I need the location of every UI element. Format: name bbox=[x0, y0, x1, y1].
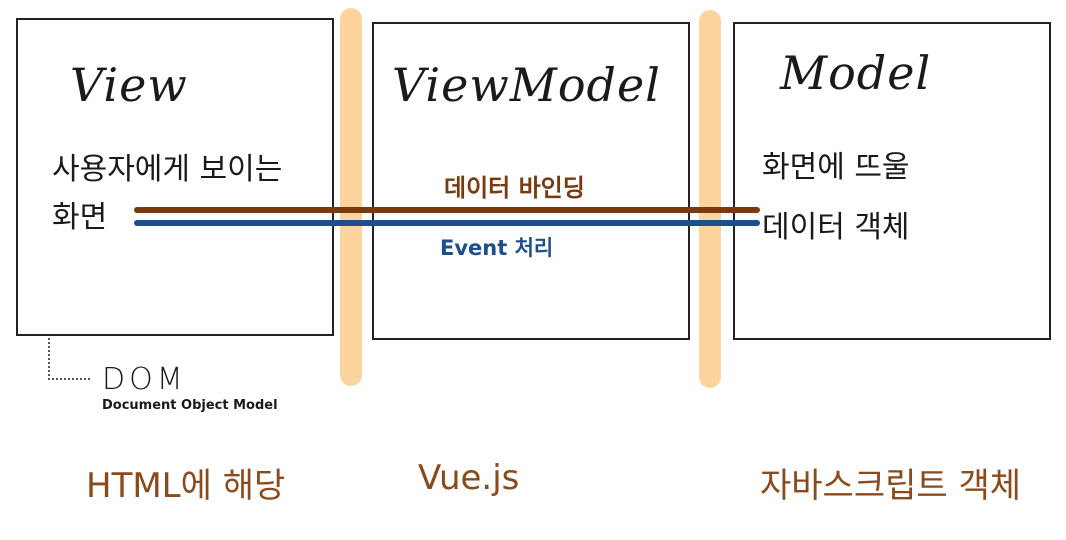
model-desc-line1: 화면에 뜨울 bbox=[762, 150, 910, 185]
view-desc-line1: 사용자에게 보이는 bbox=[52, 152, 283, 187]
model-title: Model bbox=[780, 46, 932, 100]
dom-full-label: Document Object Model bbox=[102, 398, 278, 413]
view-box bbox=[16, 18, 334, 336]
model-box bbox=[733, 22, 1051, 340]
view-desc-line2: 화면 bbox=[52, 200, 108, 235]
viewmodel-box bbox=[372, 22, 690, 340]
event-line bbox=[134, 220, 760, 226]
divider-right bbox=[699, 10, 721, 388]
data-binding-label: 데이터 바인딩 bbox=[444, 174, 585, 202]
viewmodel-title: ViewModel bbox=[392, 58, 661, 112]
view-title: View bbox=[70, 58, 188, 112]
model-desc-line2: 데이터 객체 bbox=[762, 210, 910, 245]
footer-viewmodel: Vue.js bbox=[418, 458, 520, 498]
data-binding-line bbox=[134, 207, 760, 213]
dom-label: DOM bbox=[102, 362, 187, 397]
divider-left bbox=[340, 8, 362, 386]
footer-model: 자바스크립트 객체 bbox=[760, 466, 1022, 506]
footer-view: HTML에 해당 bbox=[86, 466, 286, 506]
dom-connector bbox=[48, 338, 90, 380]
event-label: Event 처리 bbox=[440, 236, 554, 260]
